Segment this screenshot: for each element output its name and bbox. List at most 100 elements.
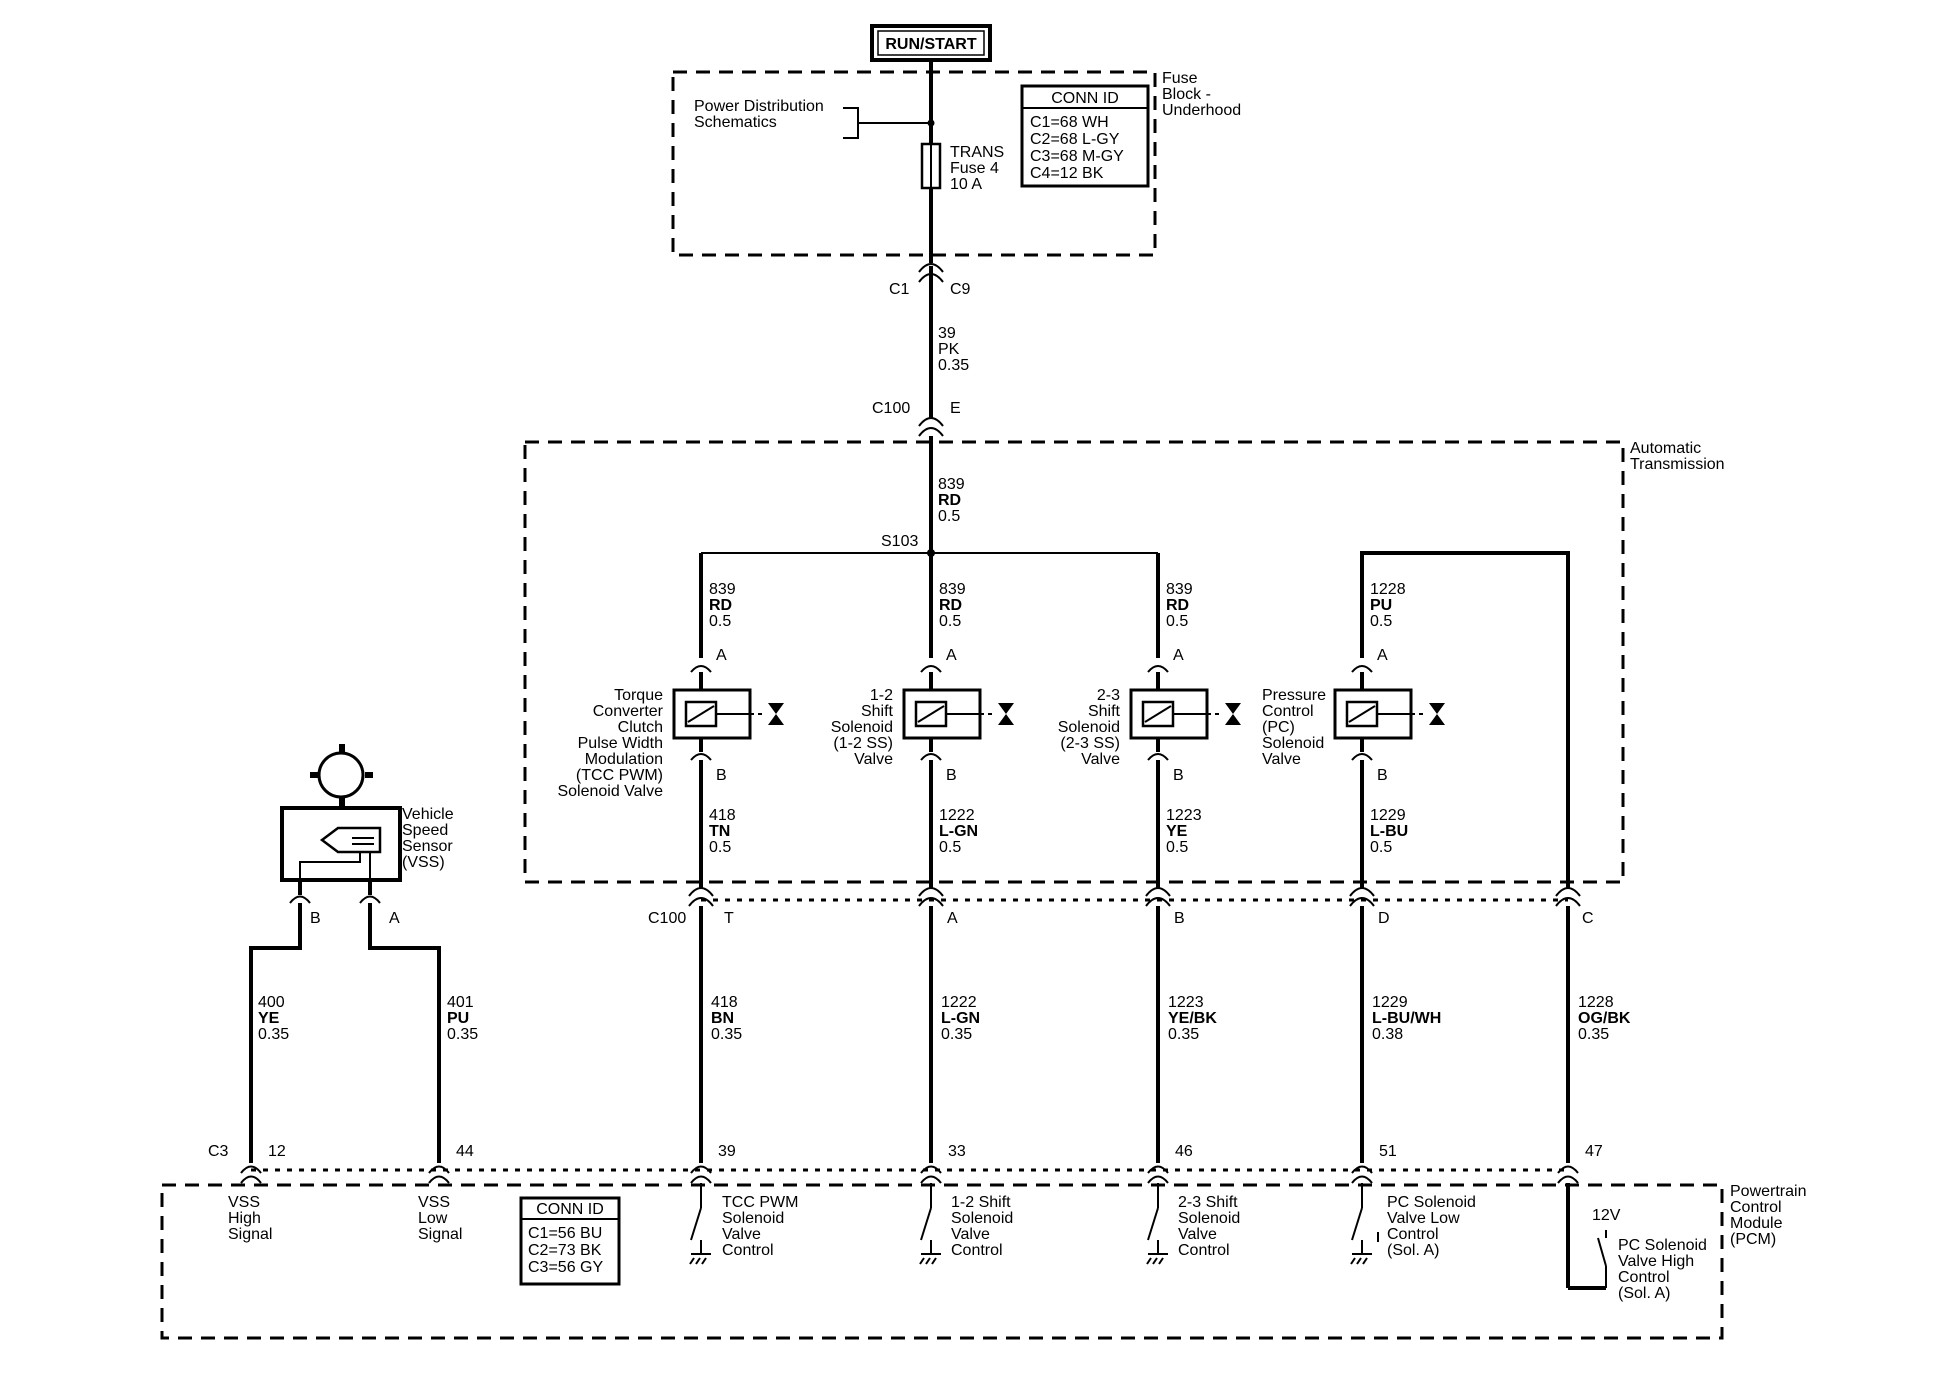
- pin-a: A: [946, 647, 957, 664]
- svg-text:0.5: 0.5: [709, 839, 731, 856]
- svg-text:33: 33: [948, 1143, 966, 1160]
- svg-text:RD: RD: [1166, 597, 1189, 614]
- pcm-pin-numbers: 12 44 39 33 46 51 47: [268, 1143, 1603, 1160]
- svg-text:Valve High: Valve High: [1618, 1253, 1694, 1270]
- svg-text:RD: RD: [709, 597, 732, 614]
- svg-text:47: 47: [1585, 1143, 1603, 1160]
- vss-wire-401: [368, 903, 441, 1163]
- svg-text:(PC): (PC): [1262, 719, 1295, 736]
- svg-text:0.5: 0.5: [709, 613, 731, 630]
- svg-text:Control: Control: [1262, 703, 1314, 720]
- fuse-label: TRANS Fuse 4 10 A: [950, 144, 1004, 193]
- svg-text:BN: BN: [711, 1010, 734, 1027]
- run-start-source: RUN/START: [870, 24, 992, 62]
- svg-text:1-2 Shift: 1-2 Shift: [951, 1194, 1011, 1211]
- transmission-label: Automatic Transmission: [1630, 440, 1725, 473]
- svg-text:839: 839: [709, 581, 736, 598]
- vss-sensor: Vehicle Speed Sensor (VSS) B A 400 YE 0.…: [249, 744, 478, 1163]
- solenoid-1-2-shift: 839 RD 0.5 A B 1222 L-GN 0.5 1-2 Shift S…: [831, 553, 1014, 888]
- vss-rotor-icon: [317, 751, 365, 799]
- svg-text:VSS: VSS: [228, 1194, 260, 1211]
- svg-text:Power Distribution: Power Distribution: [694, 98, 824, 115]
- svg-text:1228: 1228: [1370, 581, 1406, 598]
- svg-text:1229: 1229: [1372, 994, 1408, 1011]
- svg-text:PC Solenoid: PC Solenoid: [1387, 1194, 1476, 1211]
- svg-text:PC Solenoid: PC Solenoid: [1618, 1237, 1707, 1254]
- svg-text:Transmission: Transmission: [1630, 456, 1725, 473]
- svg-text:Vehicle: Vehicle: [402, 806, 454, 823]
- svg-text:Modulation: Modulation: [585, 751, 663, 768]
- svg-text:0.5: 0.5: [1166, 613, 1188, 630]
- svg-text:0.5: 0.5: [1166, 839, 1188, 856]
- svg-text:(2-3 SS): (2-3 SS): [1060, 735, 1120, 752]
- pin-b: B: [946, 767, 957, 784]
- svg-text:YE: YE: [258, 1010, 280, 1027]
- svg-text:0.35: 0.35: [447, 1026, 478, 1043]
- fuse-block-outline: [671, 70, 1157, 257]
- svg-text:1-2: 1-2: [870, 687, 893, 704]
- svg-text:Schematics: Schematics: [694, 114, 777, 131]
- transmission-outline: [523, 440, 1625, 884]
- svg-text:0.35: 0.35: [938, 357, 969, 374]
- svg-text:PU: PU: [1370, 597, 1392, 614]
- svg-text:High: High: [228, 1210, 261, 1227]
- c100-bottom-pins: T A B D C: [688, 887, 1594, 927]
- svg-text:(TCC PWM): (TCC PWM): [576, 767, 663, 784]
- svg-text:Valve: Valve: [1081, 751, 1120, 768]
- fuse-conn-id-row: C2=68 L-GY: [1030, 131, 1120, 148]
- svg-text:Solenoid Valve: Solenoid Valve: [557, 783, 663, 800]
- vss-label: Vehicle Speed Sensor (VSS): [402, 806, 454, 871]
- svg-text:Fuse 4: Fuse 4: [950, 160, 999, 177]
- svg-text:Low: Low: [418, 1210, 448, 1227]
- svg-text:Signal: Signal: [228, 1226, 272, 1243]
- pcm-connector-pins: [240, 1165, 1579, 1184]
- svg-text:Powertrain: Powertrain: [1730, 1183, 1806, 1200]
- svg-text:Control: Control: [951, 1242, 1003, 1259]
- pcm-conn-id-title: CONN ID: [536, 1201, 604, 1218]
- pin-b: B: [1173, 767, 1184, 784]
- pcm-12v-label: 12V: [1592, 1207, 1621, 1224]
- fuse-conn-id-row: C4=12 BK: [1030, 165, 1104, 182]
- svg-text:839: 839: [1166, 581, 1193, 598]
- svg-text:Shift: Shift: [1088, 703, 1121, 720]
- solenoid-label: Pressure Control (PC) Solenoid Valve: [1262, 687, 1326, 768]
- pcm-conn-id-box: CONN ID C1=56 BU C2=73 BK C3=56 GY: [519, 1196, 621, 1286]
- svg-text:(Sol. A): (Sol. A): [1618, 1285, 1670, 1302]
- pcm-conn-id-row: C2=73 BK: [528, 1242, 602, 1259]
- c9-label: C9: [950, 281, 971, 298]
- pin-a: A: [716, 647, 727, 664]
- svg-text:Valve Low: Valve Low: [1387, 1210, 1460, 1227]
- fuse-conn-id-row: C1=68 WH: [1030, 114, 1109, 131]
- svg-text:Valve: Valve: [1178, 1226, 1217, 1243]
- wire-label-39-pk: 39 PK 0.35: [938, 325, 969, 374]
- pcm-driver-pc-low: PC Solenoid Valve Low Control (Sol. A): [1350, 1183, 1476, 1265]
- svg-text:PK: PK: [938, 341, 960, 358]
- c100-top-pin-e: E: [950, 400, 961, 417]
- c100-pin-d: D: [1378, 910, 1390, 927]
- fuse-block-label: Fuse Block - Underhood: [1162, 70, 1241, 119]
- svg-text:Solenoid: Solenoid: [1178, 1210, 1240, 1227]
- c100-pin-c: C: [1582, 910, 1594, 927]
- power-distribution-reference: Power Distribution Schematics: [694, 98, 935, 139]
- svg-text:1229: 1229: [1370, 807, 1406, 824]
- svg-text:YE: YE: [1166, 823, 1188, 840]
- svg-text:Underhood: Underhood: [1162, 102, 1241, 119]
- svg-text:0.5: 0.5: [1370, 613, 1392, 630]
- svg-text:L-BU/WH: L-BU/WH: [1372, 1010, 1441, 1027]
- pin-b: B: [716, 767, 727, 784]
- svg-text:1222: 1222: [941, 994, 977, 1011]
- svg-text:0.5: 0.5: [939, 839, 961, 856]
- svg-text:TRANS: TRANS: [950, 144, 1004, 161]
- svg-text:Speed: Speed: [402, 822, 448, 839]
- svg-text:Solenoid: Solenoid: [722, 1210, 784, 1227]
- svg-text:Pressure: Pressure: [1262, 687, 1326, 704]
- svg-text:39: 39: [938, 325, 956, 342]
- svg-text:400: 400: [258, 994, 285, 1011]
- run-start-label: RUN/START: [885, 36, 976, 53]
- fuse-conn-id-title: CONN ID: [1051, 90, 1119, 107]
- pcm-driver-1-2-shift: 1-2 Shift Solenoid Valve Control: [919, 1183, 1013, 1265]
- pcm-driver-pc-high: 12V PC Solenoid Valve High Control (Sol.…: [1566, 1183, 1707, 1302]
- fuse-conn-id-row: C3=68 M-GY: [1030, 148, 1124, 165]
